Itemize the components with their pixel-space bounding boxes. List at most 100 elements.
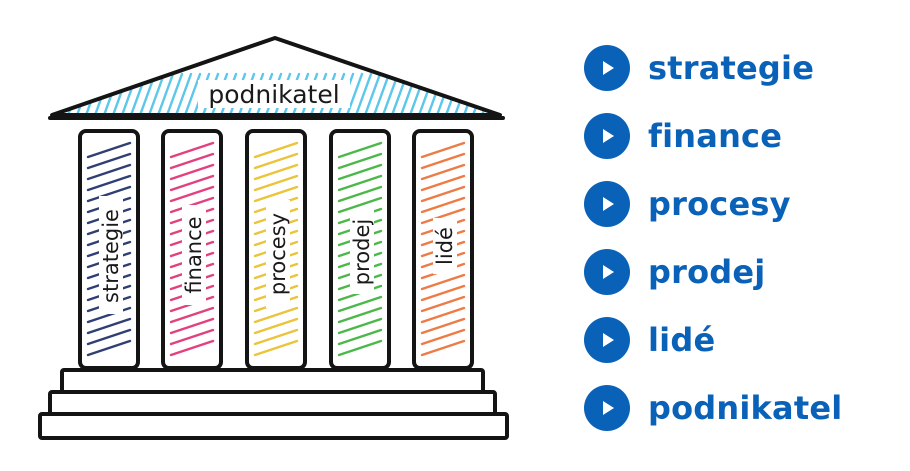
- hatch-stroke: [337, 339, 383, 357]
- play-icon: [584, 45, 630, 91]
- hatch-stroke: [86, 339, 132, 357]
- hatch-stroke: [253, 163, 299, 181]
- pillar-label-backdrop: [350, 210, 374, 294]
- pillar-hatching: [420, 141, 466, 357]
- hatch-stroke: [169, 306, 215, 324]
- hatch-stroke: [253, 328, 299, 346]
- hatch-stroke: [128, 72, 148, 115]
- hatch-stroke: [253, 306, 299, 324]
- hatch-stroke: [86, 163, 132, 181]
- pillar-label: prodej: [350, 219, 374, 285]
- hatch-stroke: [173, 72, 193, 115]
- hatch-stroke: [169, 141, 215, 159]
- hatch-stroke: [337, 328, 383, 346]
- hatch-stroke: [420, 306, 466, 324]
- pillar-label-backdrop: [433, 218, 457, 274]
- hatch-stroke: [169, 152, 215, 170]
- step-bottom: [38, 412, 509, 440]
- list-item-label: strategie: [648, 49, 815, 87]
- list-item-label: podnikatel: [648, 389, 843, 427]
- hatch-stroke: [169, 328, 215, 346]
- pillar-label-backdrop: [182, 205, 206, 305]
- hatch-stroke: [337, 196, 383, 214]
- hatch-stroke: [371, 72, 391, 115]
- hatch-stroke: [169, 317, 215, 335]
- hatch-stroke: [337, 295, 383, 313]
- pillar-label: finance: [182, 216, 206, 293]
- hatch-stroke: [420, 317, 466, 335]
- step-middle: [48, 390, 497, 416]
- list-item[interactable]: finance: [584, 106, 782, 166]
- list-item-label: procesy: [648, 185, 791, 223]
- hatch-stroke: [416, 72, 436, 115]
- hatch-stroke: [253, 185, 299, 203]
- hatch-stroke: [420, 141, 466, 159]
- hatch-stroke: [337, 152, 383, 170]
- hatch-stroke: [86, 174, 132, 192]
- list-item[interactable]: strategie: [584, 38, 814, 98]
- hatch-stroke: [86, 185, 132, 203]
- temple-diagram: podnikatel strategie finance proc: [38, 36, 533, 440]
- hatch-stroke: [169, 339, 215, 357]
- hatch-stroke: [337, 163, 383, 181]
- hatch-stroke: [83, 72, 103, 115]
- pillar-label-backdrop: [99, 196, 123, 314]
- hatch-stroke: [337, 174, 383, 192]
- pillar-label: strategie: [99, 209, 123, 303]
- hatch-stroke: [420, 284, 466, 302]
- list-item-label: finance: [648, 117, 783, 155]
- hatch-stroke: [362, 72, 382, 115]
- temple-roof: podnikatel: [50, 36, 533, 118]
- hatch-stroke: [337, 317, 383, 335]
- pillar-label-backdrop: [266, 200, 290, 308]
- hatch-stroke: [253, 152, 299, 170]
- play-icon: [584, 113, 630, 159]
- pillar-strategie: strategie: [78, 129, 140, 370]
- hatch-stroke: [119, 72, 139, 115]
- pillar-prodej: prodej: [329, 129, 391, 370]
- hatch-stroke: [517, 74, 533, 118]
- hatch-stroke: [420, 185, 466, 203]
- hatch-stroke: [253, 339, 299, 357]
- list-item[interactable]: podnikatel: [584, 378, 842, 438]
- pillar-label: procesy: [266, 213, 290, 295]
- hatch-stroke: [86, 328, 132, 346]
- hatch-stroke: [420, 174, 466, 192]
- hatch-stroke: [74, 72, 94, 115]
- pillar-finance: finance: [161, 129, 223, 370]
- list-item-label: prodej: [648, 253, 766, 291]
- hatch-stroke: [337, 141, 383, 159]
- hatch-stroke: [253, 317, 299, 335]
- hatch-stroke: [155, 72, 175, 115]
- hatch-stroke: [169, 163, 215, 181]
- hatch-stroke: [86, 141, 132, 159]
- hatch-stroke: [452, 72, 472, 115]
- hatch-stroke: [420, 328, 466, 346]
- hatch-stroke: [420, 273, 466, 291]
- pillar-procesy: procesy: [245, 129, 307, 370]
- hatch-stroke: [420, 152, 466, 170]
- temple-pillars: strategie finance procesy prodej: [78, 129, 474, 370]
- list-item[interactable]: procesy: [584, 174, 791, 234]
- hatch-stroke: [169, 174, 215, 192]
- hatch-stroke: [344, 72, 364, 115]
- hatch-stroke: [508, 74, 524, 118]
- hatch-stroke: [420, 163, 466, 181]
- hatch-stroke: [407, 72, 427, 115]
- play-icon: [584, 385, 630, 431]
- hatch-stroke: [420, 295, 466, 313]
- hatch-stroke: [353, 72, 373, 115]
- play-icon: [584, 181, 630, 227]
- pillar-lide: lidé: [412, 129, 474, 370]
- hatch-stroke: [337, 185, 383, 203]
- hatch-stroke: [253, 141, 299, 159]
- pillar-label: lidé: [433, 227, 457, 265]
- hatch-stroke: [65, 72, 85, 115]
- list-item[interactable]: lidé: [584, 310, 715, 370]
- hatch-stroke: [497, 72, 498, 115]
- hatch-stroke: [420, 196, 466, 214]
- list-item[interactable]: prodej: [584, 242, 765, 302]
- hatch-stroke: [420, 339, 466, 357]
- play-icon: [584, 249, 630, 295]
- roof-label-backdrop: [198, 80, 350, 108]
